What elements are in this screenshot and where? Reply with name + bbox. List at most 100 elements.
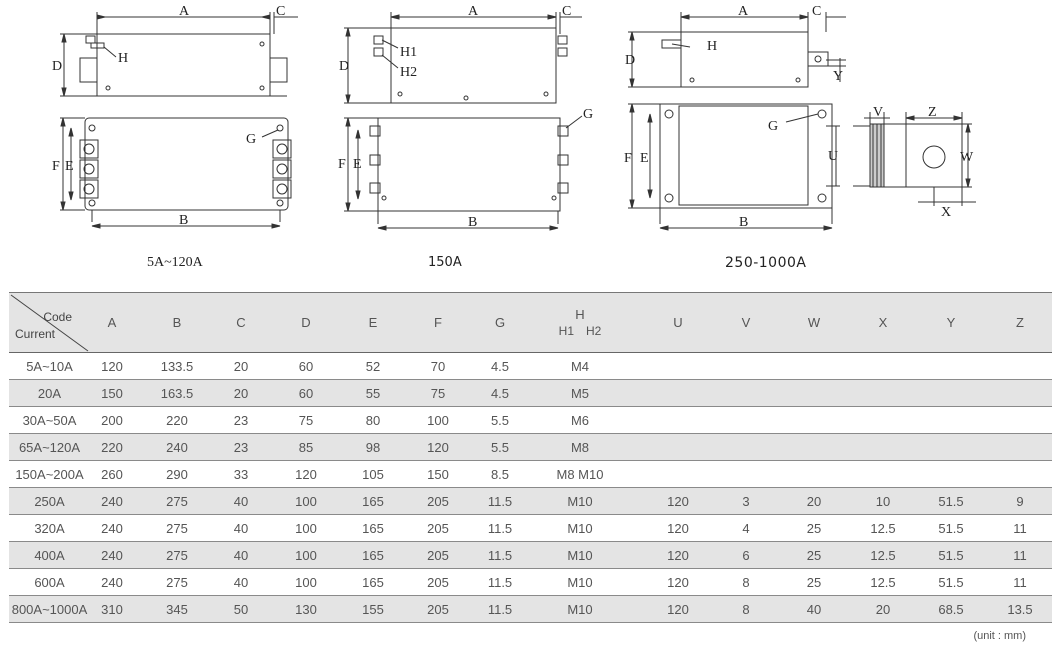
value-cell: M10 bbox=[520, 487, 640, 515]
value-cell: 120 bbox=[262, 460, 350, 488]
dim-label-e: E bbox=[640, 151, 649, 166]
value-cell: 10 bbox=[852, 487, 914, 515]
column-header-h2: H2 bbox=[586, 324, 602, 338]
column-header: B bbox=[134, 292, 220, 353]
value-cell: 80 bbox=[350, 406, 396, 434]
dimension-drawings: A C D H F E G B A C D H1 H2 F E G B A C … bbox=[52, 4, 976, 231]
value-cell: 240 bbox=[90, 487, 134, 515]
column-header: E bbox=[350, 292, 396, 353]
value-cell: 60 bbox=[262, 379, 350, 407]
dim-label-a: A bbox=[738, 4, 749, 19]
column-header-h-sub: H1 H2 bbox=[520, 324, 640, 338]
value-cell: M8 bbox=[520, 433, 640, 461]
value-cell bbox=[776, 433, 852, 461]
value-cell: 23 bbox=[220, 433, 262, 461]
dim-label-z: Z bbox=[928, 105, 937, 120]
dim-label-g: G bbox=[768, 119, 778, 134]
dim-label-d: D bbox=[52, 59, 62, 74]
value-cell: 8 bbox=[716, 595, 776, 623]
value-cell: 345 bbox=[134, 595, 220, 623]
column-header: W bbox=[776, 292, 852, 353]
value-cell bbox=[988, 460, 1052, 488]
value-cell: 40 bbox=[220, 487, 262, 515]
corner-header-cell: Code Current bbox=[9, 292, 90, 353]
value-cell bbox=[716, 406, 776, 434]
corner-diagonal bbox=[10, 294, 89, 352]
dim-label-h2: H2 bbox=[400, 65, 417, 80]
drawing-small-top-view bbox=[60, 12, 298, 97]
dim-label-a: A bbox=[468, 4, 479, 19]
dim-label-g: G bbox=[246, 132, 256, 147]
dim-label-f: F bbox=[338, 157, 346, 172]
dim-label-c: C bbox=[562, 4, 571, 19]
value-cell: 205 bbox=[396, 514, 480, 542]
value-cell bbox=[914, 460, 988, 488]
value-cell: 25 bbox=[776, 514, 852, 542]
value-cell: 240 bbox=[90, 541, 134, 569]
current-cell: 250A bbox=[9, 487, 90, 515]
value-cell: 70 bbox=[396, 352, 480, 380]
value-cell: 260 bbox=[90, 460, 134, 488]
value-cell: 100 bbox=[396, 406, 480, 434]
value-cell: 155 bbox=[350, 595, 396, 623]
value-cell: 120 bbox=[640, 514, 716, 542]
current-cell: 20A bbox=[9, 379, 90, 407]
value-cell: 120 bbox=[640, 568, 716, 596]
dim-label-b: B bbox=[179, 213, 188, 228]
value-cell: 8.5 bbox=[480, 460, 520, 488]
current-cell: 600A bbox=[9, 568, 90, 596]
value-cell: 40 bbox=[220, 568, 262, 596]
dim-label-d: D bbox=[339, 59, 349, 74]
dim-label-f: F bbox=[52, 159, 60, 174]
dim-label-e: E bbox=[65, 159, 74, 174]
value-cell: M6 bbox=[520, 406, 640, 434]
value-cell: 75 bbox=[262, 406, 350, 434]
drawing-small-front-view bbox=[60, 117, 292, 229]
column-header: Y bbox=[914, 292, 988, 353]
value-cell: 120 bbox=[640, 487, 716, 515]
dim-label-e: E bbox=[353, 157, 362, 172]
value-cell bbox=[776, 352, 852, 380]
value-cell: 25 bbox=[776, 568, 852, 596]
column-header: G bbox=[480, 292, 520, 353]
value-cell: 55 bbox=[350, 379, 396, 407]
value-cell: M10 bbox=[520, 514, 640, 542]
column-header: V bbox=[716, 292, 776, 353]
value-cell: 205 bbox=[396, 541, 480, 569]
value-cell: 11 bbox=[988, 514, 1052, 542]
value-cell: 11 bbox=[988, 541, 1052, 569]
dim-label-h1: H1 bbox=[400, 45, 417, 60]
unit-note: (unit : mm) bbox=[973, 630, 1026, 642]
value-cell: 100 bbox=[262, 514, 350, 542]
value-cell bbox=[716, 352, 776, 380]
value-cell: 275 bbox=[134, 514, 220, 542]
value-cell bbox=[914, 379, 988, 407]
dim-label-g: G bbox=[583, 107, 593, 122]
value-cell bbox=[988, 406, 1052, 434]
value-cell: 11.5 bbox=[480, 487, 520, 515]
value-cell: 165 bbox=[350, 514, 396, 542]
dim-label-c: C bbox=[812, 4, 821, 19]
value-cell bbox=[716, 379, 776, 407]
value-cell: 11.5 bbox=[480, 568, 520, 596]
value-cell: 23 bbox=[220, 406, 262, 434]
column-header-h1: H1 bbox=[558, 324, 574, 338]
value-cell: 220 bbox=[90, 433, 134, 461]
value-cell bbox=[852, 379, 914, 407]
drawing-medium-front-view bbox=[344, 115, 583, 231]
value-cell: 240 bbox=[134, 433, 220, 461]
drawing-terminal-detail bbox=[853, 112, 976, 206]
caption-large-range: 250-1000A bbox=[725, 255, 807, 271]
column-header: F bbox=[396, 292, 480, 353]
value-cell: 200 bbox=[90, 406, 134, 434]
value-cell: 5.5 bbox=[480, 406, 520, 434]
value-cell: 40 bbox=[220, 541, 262, 569]
dim-label-c: C bbox=[276, 4, 285, 19]
value-cell bbox=[640, 460, 716, 488]
column-header-h-label: H bbox=[575, 307, 585, 322]
